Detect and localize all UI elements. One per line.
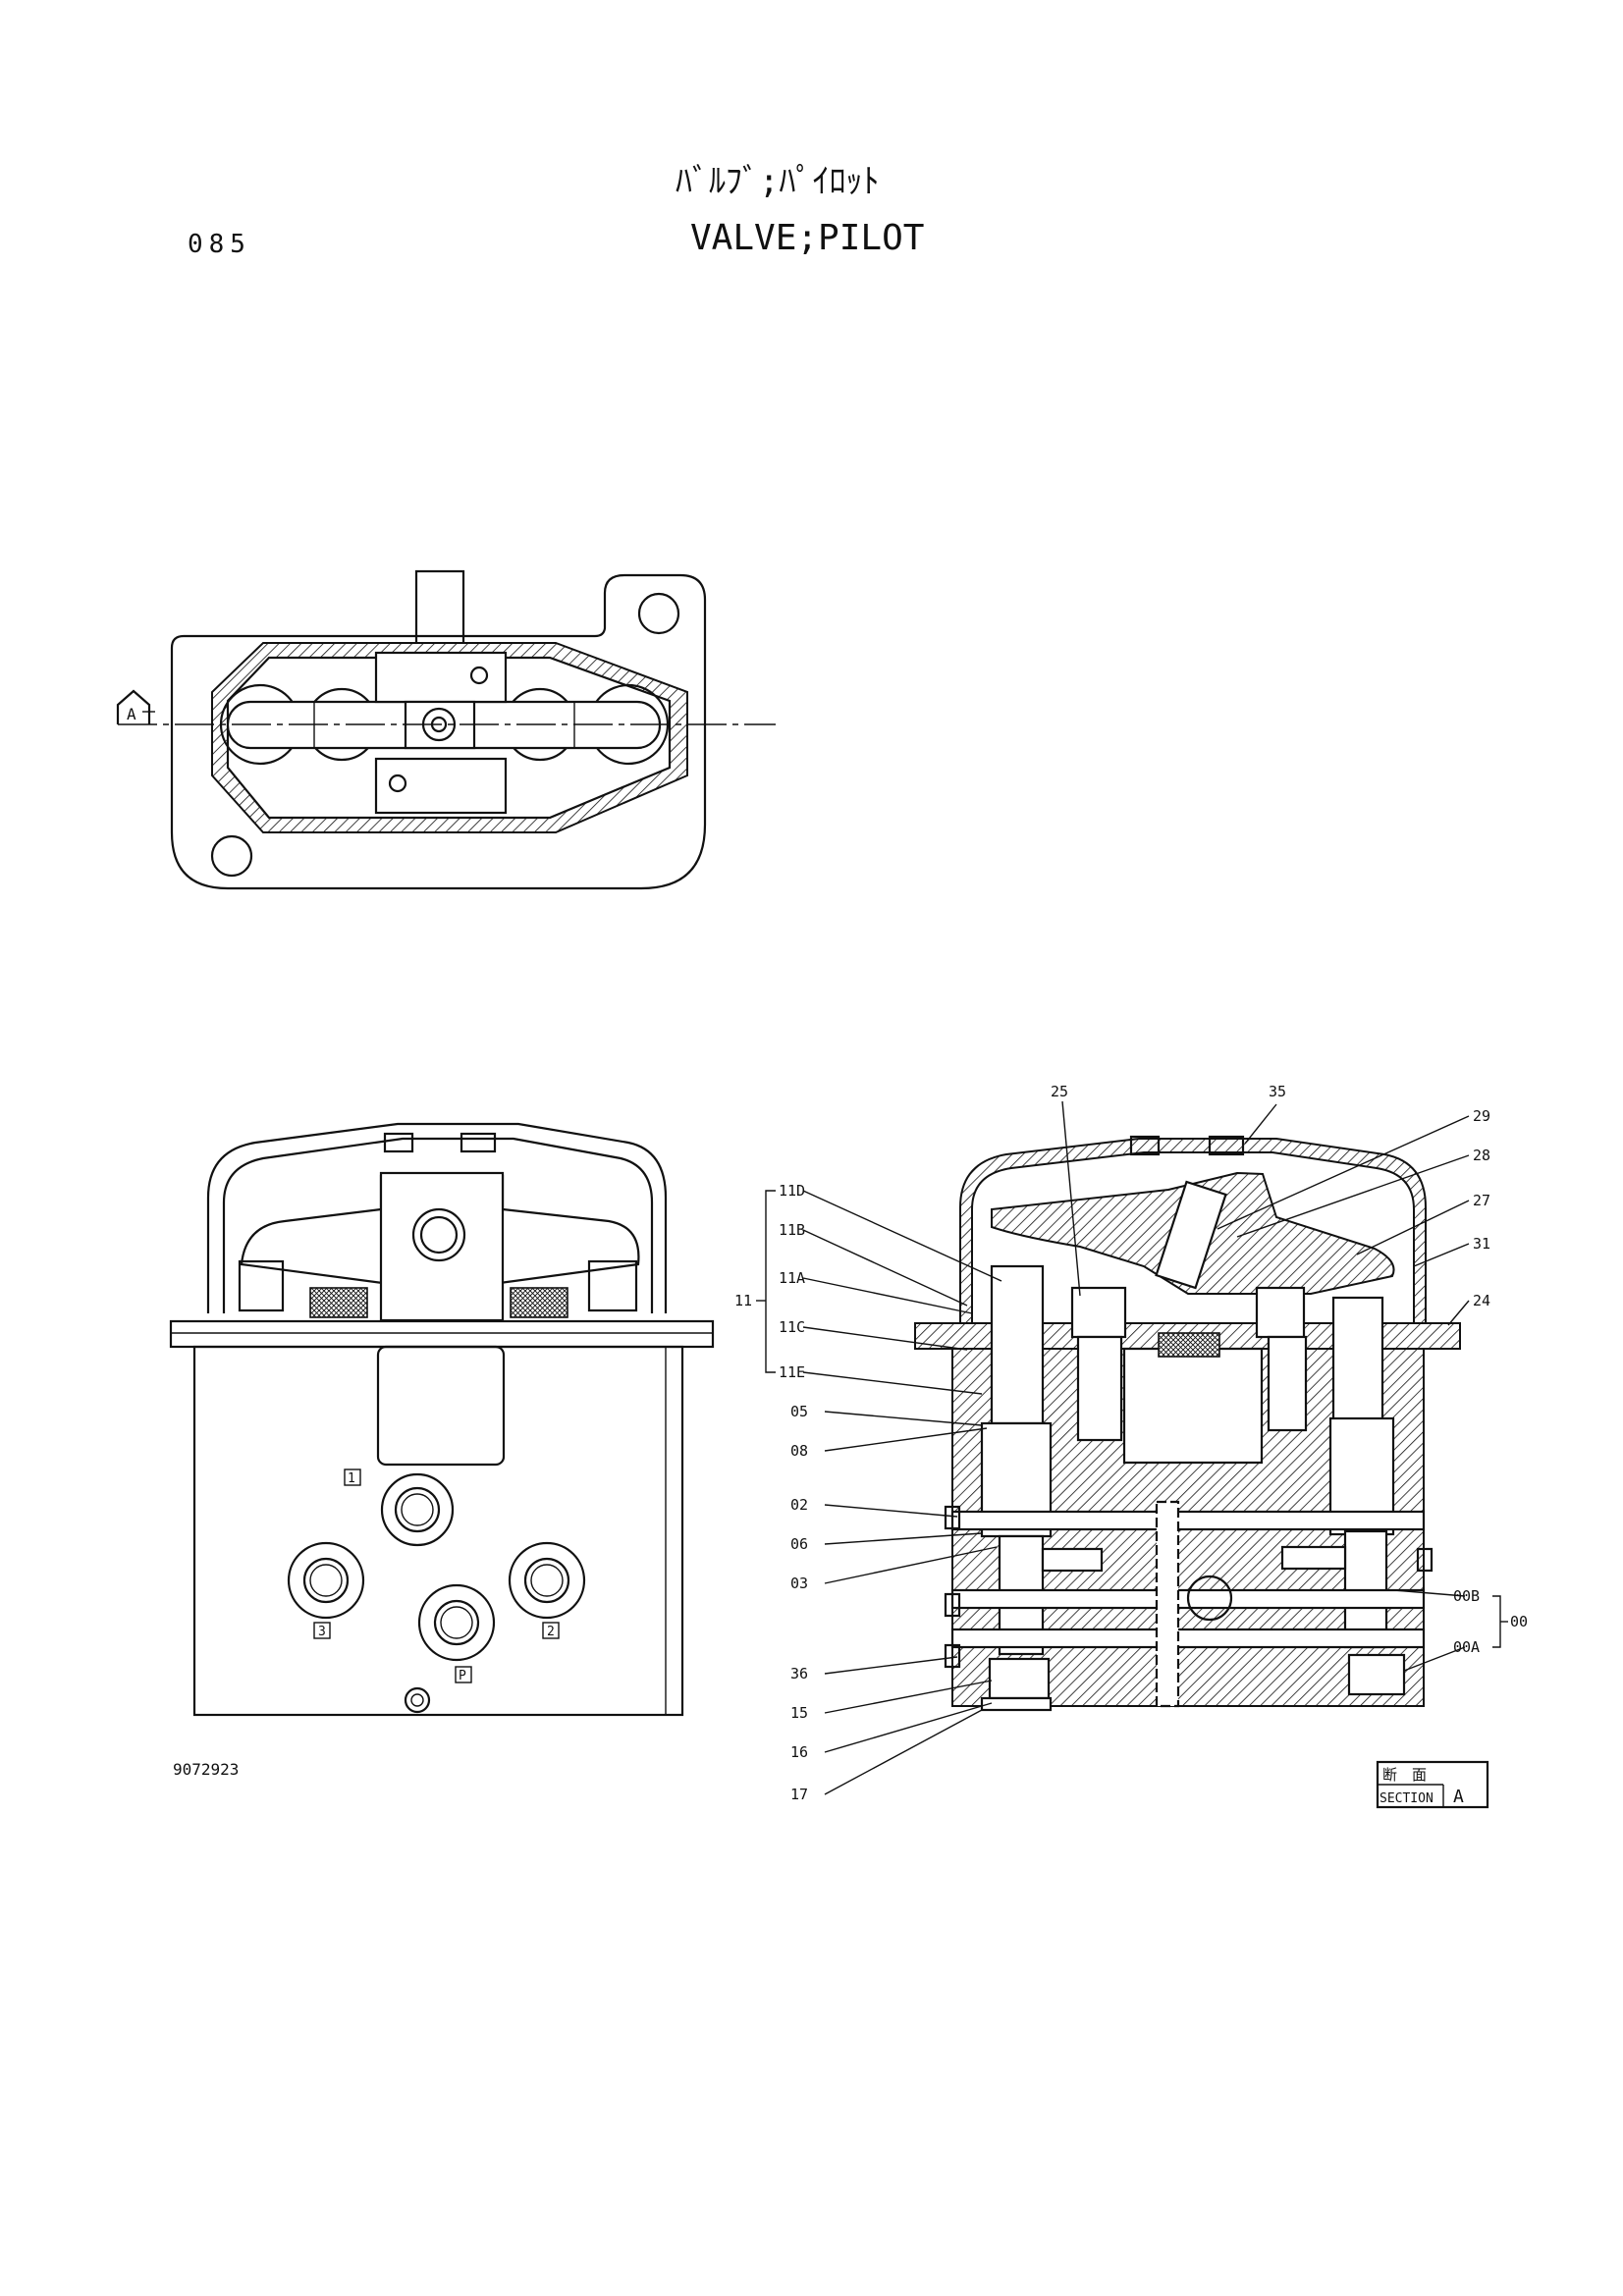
part-label-00b: 00B xyxy=(1453,1587,1480,1605)
part-label-36: 36 xyxy=(790,1665,808,1682)
section-view xyxy=(914,1135,1461,1712)
section-box-japanese: 断 面 xyxy=(1382,1766,1427,1784)
part-label-29: 29 xyxy=(1473,1107,1490,1125)
part-label-02: 02 xyxy=(790,1496,808,1514)
part-label-11a: 11A xyxy=(779,1269,805,1287)
port-label-3: 3 xyxy=(318,1625,326,1639)
section-box-english: SECTION xyxy=(1380,1791,1434,1806)
title-japanese: ﾊﾞﾙﾌﾞ;ﾊﾟｲﾛｯﾄ xyxy=(676,162,879,201)
part-label-11d: 11D xyxy=(779,1182,805,1200)
part-label-08: 08 xyxy=(790,1442,808,1460)
part-group-label-00: 00 xyxy=(1510,1613,1528,1630)
drawing-number: 9072923 xyxy=(173,1760,239,1779)
part-label-17: 17 xyxy=(790,1786,808,1803)
part-label-11b: 11B xyxy=(779,1221,805,1239)
part-label-27: 27 xyxy=(1473,1192,1490,1209)
section-box-letter: A xyxy=(1453,1787,1464,1807)
part-label-11c: 11C xyxy=(779,1318,805,1336)
top-view xyxy=(116,569,776,890)
port-label-1: 1 xyxy=(348,1471,355,1486)
leader-lines xyxy=(756,1100,1508,1795)
title-english: VALVE;PILOT xyxy=(690,218,924,258)
part-label-15: 15 xyxy=(790,1704,808,1722)
part-label-00a: 00A xyxy=(1453,1638,1480,1656)
part-label-16: 16 xyxy=(790,1743,808,1761)
port-label-p: P xyxy=(459,1669,466,1683)
part-label-24: 24 xyxy=(1473,1292,1490,1309)
part-label-31: 31 xyxy=(1473,1235,1490,1253)
section-label-box xyxy=(1376,1760,1489,1809)
part-label-35: 35 xyxy=(1269,1083,1286,1100)
part-label-03: 03 xyxy=(790,1575,808,1592)
part-label-11e: 11E xyxy=(779,1363,805,1381)
part-label-28: 28 xyxy=(1473,1147,1490,1164)
part-group-label-11: 11 xyxy=(734,1292,752,1309)
part-label-06: 06 xyxy=(790,1535,808,1553)
page-number: 085 xyxy=(188,230,251,259)
part-label-05: 05 xyxy=(790,1403,808,1420)
section-marker-label: A xyxy=(127,705,136,723)
port-label-2: 2 xyxy=(547,1625,555,1639)
part-label-25: 25 xyxy=(1051,1083,1068,1100)
front-view xyxy=(169,1122,715,1717)
